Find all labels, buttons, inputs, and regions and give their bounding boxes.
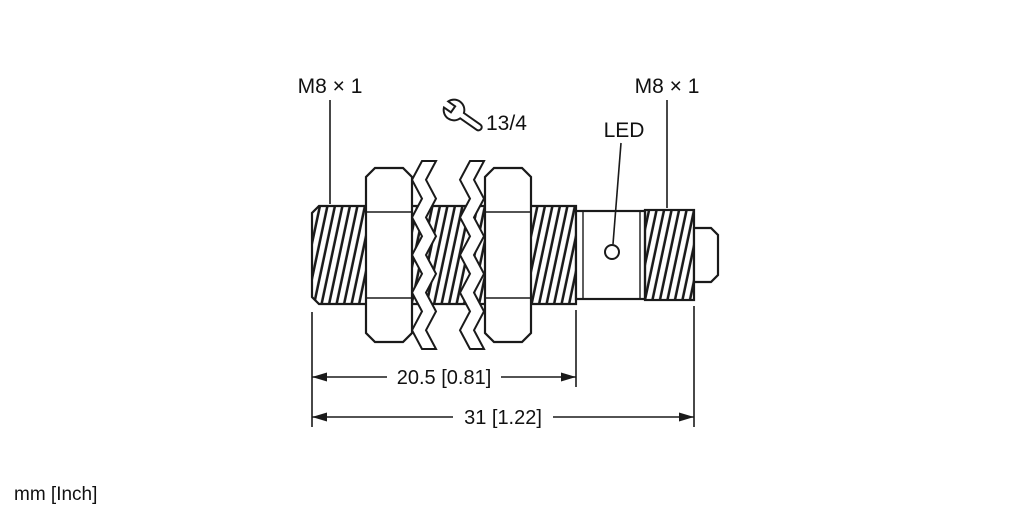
sensor-body: [310, 160, 720, 350]
dimension-arrow: [561, 372, 576, 382]
units-note: mm [Inch]: [14, 484, 97, 505]
annotations: M8 × 1 13/4 LED M8 × 1: [298, 75, 700, 245]
leader-led: [612, 142, 622, 245]
wrench-icon: [439, 95, 489, 139]
led-indicator: [604, 244, 620, 260]
hex-nut-right: [483, 166, 533, 344]
main-thread-barrel: [310, 204, 578, 306]
dimensions: 20.5 [0.81] 31 [1.22]: [311, 306, 695, 430]
dimension-total-length: 31 [1.22]: [464, 407, 542, 429]
label-led: LED: [604, 119, 645, 142]
dimension-body-length: 20.5 [0.81]: [397, 367, 492, 389]
dimension-text-bg: [453, 404, 553, 430]
connector-tip: [692, 226, 720, 284]
dimension-text-bg: [387, 364, 501, 390]
dimension-arrow: [312, 412, 327, 422]
dimension-arrow: [679, 412, 694, 422]
dimension-arrow: [312, 372, 327, 382]
label-wrench-size: 13/4: [486, 112, 527, 135]
connector-thread-section: [643, 208, 696, 302]
label-thread-left: M8 × 1: [298, 75, 363, 98]
hex-nut-left: [364, 166, 414, 344]
label-thread-right: M8 × 1: [635, 75, 700, 98]
